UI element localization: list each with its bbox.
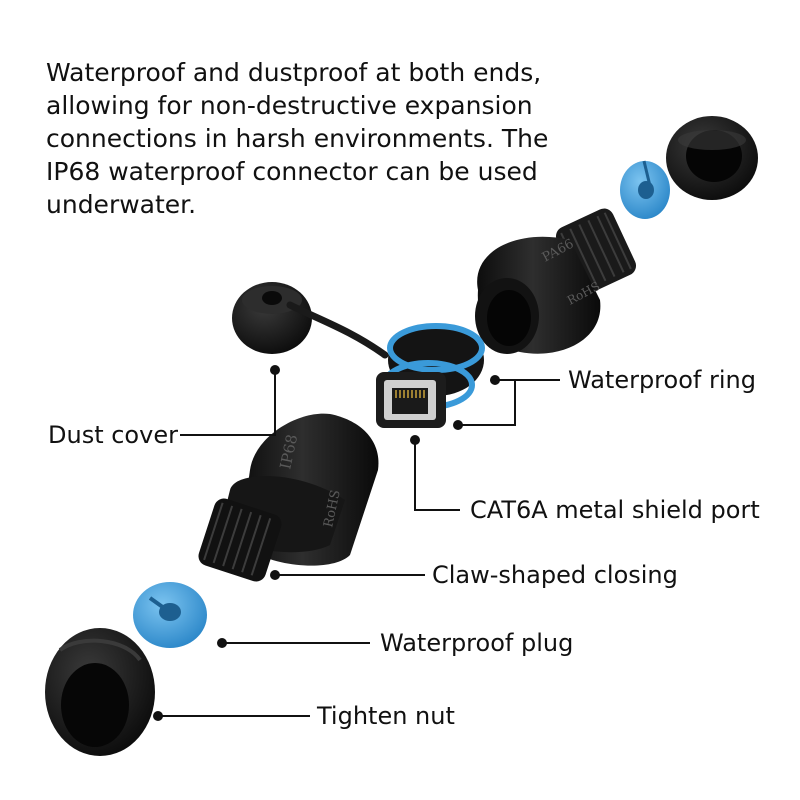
description-line: IP68 waterproof connector can be used [46, 157, 538, 186]
dust-cover [232, 282, 389, 359]
top-tighten-nut [666, 116, 758, 200]
label-cat6a-port: CAT6A metal shield port [470, 496, 760, 524]
lower-tighten-nut [45, 628, 155, 756]
description-line: connections in harsh environments. The [46, 124, 549, 153]
callout-waterproof-ring-branch [458, 379, 516, 426]
callout-dots [153, 365, 500, 721]
label-dust-cover: Dust cover [48, 421, 178, 449]
product-description: Waterproof and dustproof at both ends, a… [46, 56, 586, 221]
description-line: underwater. [46, 190, 197, 219]
top-waterproof-plug [620, 160, 670, 219]
upper-connector-body: PA66 RoHS [475, 208, 637, 354]
lower-waterproof-plug [133, 582, 207, 648]
label-waterproof-plug: Waterproof plug [380, 629, 574, 657]
callout-dust-cover [180, 370, 276, 436]
description-line: allowing for non-destructive expansion [46, 91, 533, 120]
lower-connector-body: IP68 RoHS [198, 413, 379, 582]
description-line: Waterproof and dustproof at both ends, [46, 58, 542, 87]
cat6a-coupler [376, 323, 485, 428]
callout-lines [158, 370, 560, 717]
label-claw-closing: Claw-shaped closing [432, 561, 678, 589]
callout-cat6a-port [414, 440, 460, 511]
label-waterproof-ring: Waterproof ring [568, 366, 756, 394]
label-tighten-nut: Tighten nut [317, 702, 455, 730]
